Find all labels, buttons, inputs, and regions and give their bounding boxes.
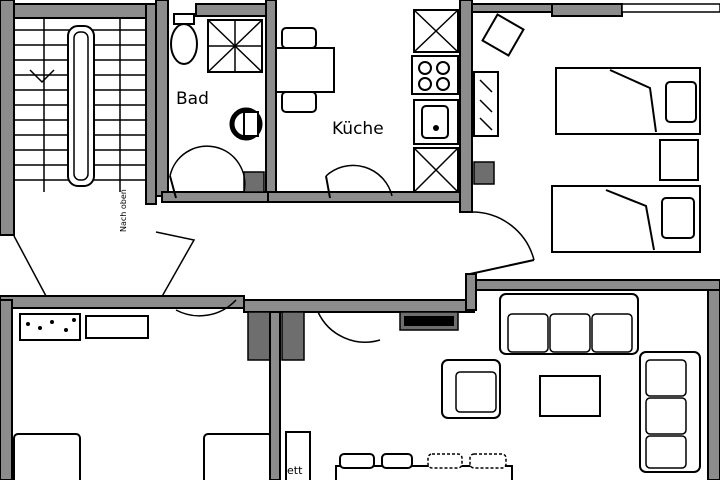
bathroom-label: Bad <box>176 89 209 109</box>
dining-chair-3 <box>427 453 463 469</box>
kitchen: Küche <box>267 0 473 213</box>
washbasin-mount <box>243 111 259 137</box>
stair-handrail-well <box>67 25 95 187</box>
stair-handrail-inner <box>73 31 89 181</box>
window-bedroom-2 <box>621 3 720 13</box>
shelf <box>85 315 149 339</box>
bedroom <box>469 3 720 291</box>
stove <box>411 55 459 95</box>
room-bottom-left <box>0 299 305 480</box>
bathroom: Bad <box>155 0 277 203</box>
bath-door <box>169 175 177 199</box>
bed-left <box>13 433 81 480</box>
dining-chair-2 <box>381 453 413 469</box>
bath-door-swing <box>169 145 246 193</box>
bedroom-door-swing <box>471 211 535 261</box>
hallway <box>0 145 477 343</box>
wall-bath-right <box>265 0 277 201</box>
wall-bath-top <box>195 3 269 17</box>
wall-right-lower <box>707 289 720 480</box>
bed-lower-pillow <box>661 197 695 239</box>
kitchen-table <box>275 47 335 93</box>
bed-upper-blanket <box>609 69 657 133</box>
wall-stairs-right <box>145 3 157 205</box>
cabinet-cross-bottom <box>413 147 459 193</box>
sofa-cushions <box>507 313 633 353</box>
wall-top-stairs <box>13 3 155 19</box>
stove-burners-icon <box>418 61 450 91</box>
bedroom-duct <box>473 161 495 185</box>
stairs-note-label: Nach oben <box>119 189 128 232</box>
toilet-icon <box>170 23 198 65</box>
dresser <box>473 71 499 137</box>
sofa <box>499 293 639 355</box>
kitchen-door <box>325 175 331 199</box>
room-door-right-swing <box>317 311 381 343</box>
bed-right <box>203 433 273 480</box>
wall-left-upper <box>0 0 15 236</box>
wall-kitchen-right <box>459 0 473 213</box>
armchair-seat <box>455 371 497 413</box>
kitchen-label: Küche <box>332 119 384 139</box>
living-room: ett <box>285 289 720 480</box>
kitchen-door-swing <box>325 164 393 197</box>
stair-arrow-icon <box>29 69 55 84</box>
bed-upper-pillow <box>665 81 697 123</box>
wall-hall-bottom-right <box>243 299 475 313</box>
kitchen-chair-bottom <box>281 91 317 113</box>
entry-door <box>13 235 47 297</box>
shower-icon <box>207 19 263 73</box>
window-bedroom-1 <box>471 3 553 13</box>
dining-chair-4 <box>469 453 507 469</box>
pillar-right <box>281 311 305 361</box>
sofa-bed-label: ett <box>287 464 303 477</box>
wall-bedroom-bottom <box>469 279 720 291</box>
wall-bedroom-top-mid <box>551 3 623 17</box>
bed-lower-blanket <box>605 189 655 251</box>
wall-left-lower <box>0 299 13 480</box>
bath-duct <box>243 171 265 193</box>
sink-drain <box>433 125 439 131</box>
kitchen-chair-top <box>281 27 317 49</box>
toilet-tank <box>173 13 195 25</box>
coffee-table <box>539 375 601 417</box>
radiator-dots-icon <box>26 318 76 332</box>
sofa-side-cushions <box>645 359 687 469</box>
bedroom-chair <box>481 13 525 57</box>
wall-middle <box>269 311 281 480</box>
cabinet-cross-top <box>413 9 459 53</box>
wall-hall-corner <box>465 273 477 311</box>
dresser-dots <box>479 79 493 131</box>
wall-bath-bottom <box>161 191 273 203</box>
wall-kitchen-bottom <box>267 191 469 203</box>
sofa-side <box>639 351 701 473</box>
radiator-left <box>19 313 81 341</box>
bedroom-door <box>469 259 535 275</box>
wall-bath-left <box>155 0 169 197</box>
nightstand <box>659 139 699 181</box>
staircase: Nach oben <box>0 0 157 236</box>
living-duct-inner <box>404 316 454 326</box>
pillar-left <box>247 311 271 361</box>
dining-chair-1 <box>339 453 375 469</box>
sink-basin-icon <box>421 105 449 139</box>
wall-hall-bottom-left <box>0 295 245 309</box>
stair-door-swing <box>155 231 196 301</box>
room-door-left-swing <box>175 299 237 317</box>
sofa-bed <box>285 431 311 480</box>
dining-table <box>335 465 513 480</box>
